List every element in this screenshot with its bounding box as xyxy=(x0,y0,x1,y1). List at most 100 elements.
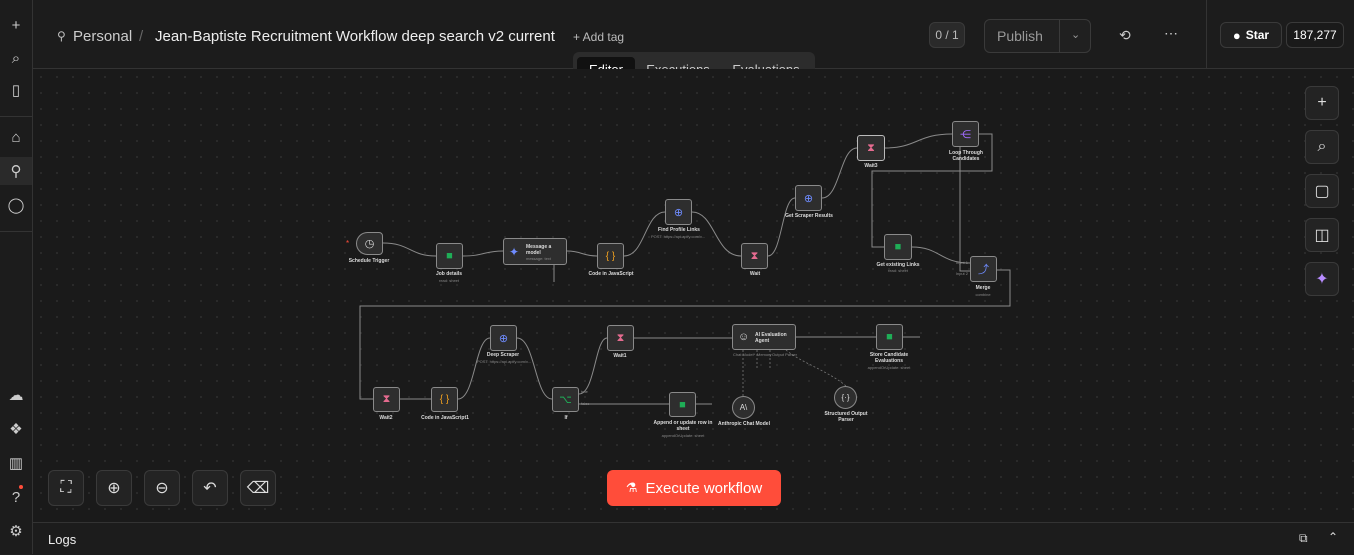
ai-assistant-button[interactable]: ✦ xyxy=(1305,262,1339,296)
connection xyxy=(462,250,504,257)
execute-workflow-button[interactable]: ⚗ Execute workflow xyxy=(607,470,781,506)
chat-icon[interactable]: ◯ xyxy=(7,197,25,214)
hourglass-icon: ⧗ xyxy=(867,141,875,154)
person-icon[interactable]: ⚲ xyxy=(0,157,32,185)
home-icon[interactable]: ⌂ xyxy=(11,128,21,146)
zoom-out-icon: ⊖ xyxy=(155,480,169,497)
node-label: Code in JavaScript xyxy=(588,271,634,277)
sidebar-divider xyxy=(0,231,32,232)
publish-button[interactable]: Publish xyxy=(997,28,1043,44)
help-icon[interactable]: ? xyxy=(11,488,21,506)
logs-bar[interactable]: Logs ⧉ ⌃ xyxy=(33,522,1354,555)
popout-icon[interactable]: ⧉ xyxy=(1299,531,1308,545)
node-label: Message a model xyxy=(526,244,552,256)
node-wait[interactable]: ⧗ xyxy=(741,243,768,269)
plus-icon[interactable]: + xyxy=(11,16,21,34)
node-anthropic-model[interactable]: A\ xyxy=(732,396,755,419)
node-message-model[interactable]: ✦ Message a model message: text xyxy=(503,238,567,265)
left-sidebar: + ⌕ ▯ ⌂ ⚲ ◯ ☁ ❖ ▥ ? ⚙ xyxy=(0,0,33,554)
node-append-update[interactable]: ■ xyxy=(669,392,696,417)
node-label: Wait3 xyxy=(864,163,878,169)
add-tag-button[interactable]: + Add tag xyxy=(573,30,625,44)
chevron-down-icon[interactable]: ⌄ xyxy=(1071,29,1081,41)
node-deep-scraper[interactable]: ⊕ xyxy=(490,325,517,351)
ai-agent-chat-model-port: Chat Model* xyxy=(733,352,756,357)
if-false-label: false xyxy=(581,401,590,406)
globe-icon: ⊕ xyxy=(498,332,509,345)
breadcrumb-project[interactable]: Personal xyxy=(73,28,133,45)
clear-icon: ⌫ xyxy=(246,480,270,497)
search-icon[interactable]: ⌕ xyxy=(11,49,21,67)
publish-divider xyxy=(1059,20,1060,52)
zoom-out-button[interactable]: ⊖ xyxy=(144,470,180,506)
node-store-evaluations[interactable]: ■ xyxy=(876,324,903,350)
header-divider xyxy=(1206,0,1207,68)
node-wait2[interactable]: ⧗ xyxy=(373,387,400,412)
trigger-asterisk: * xyxy=(346,239,349,248)
sheets-icon: ■ xyxy=(894,241,902,253)
cloud-icon[interactable]: ☁ xyxy=(8,387,24,404)
connection xyxy=(911,246,971,264)
workflow-name[interactable]: Jean-Baptiste Recruitment Workflow deep … xyxy=(155,28,555,45)
node-output-parser[interactable]: {·} xyxy=(834,386,857,409)
node-label: Schedule Trigger xyxy=(348,258,390,264)
add-node-button[interactable]: + xyxy=(1305,86,1339,120)
toggle-panel-button[interactable]: ◫ xyxy=(1305,218,1339,252)
node-get-scraper-results[interactable]: ⊕ xyxy=(795,185,822,211)
settings-icon[interactable]: ⚙ xyxy=(9,523,23,540)
node-merge[interactable]: ⤴ xyxy=(970,256,997,282)
chevron-up-icon[interactable]: ⌃ xyxy=(1328,530,1339,544)
github-star-button[interactable]: ● Star xyxy=(1220,22,1282,48)
node-job-details[interactable]: ■ xyxy=(436,243,463,269)
more-icon[interactable]: ⋯ xyxy=(1164,25,1178,41)
breadcrumb-separator: / xyxy=(139,28,144,45)
node-if[interactable]: ⌥ xyxy=(552,387,579,412)
fit-view-icon: ⛶ xyxy=(60,479,72,496)
connection xyxy=(566,250,598,257)
zoom-in-button[interactable]: ⊕ xyxy=(96,470,132,506)
star-label: Star xyxy=(1245,28,1270,42)
logs-label: Logs xyxy=(48,532,77,547)
node-loop-candidates[interactable]: ⋲ xyxy=(952,121,979,147)
gemini-icon: ✦ xyxy=(509,244,520,259)
version-counter[interactable]: 0 / 1 xyxy=(929,22,965,48)
robot-icon: ☺ xyxy=(738,331,750,343)
person-icon: ⚲ xyxy=(57,29,66,43)
node-wait3[interactable]: ⧗ xyxy=(857,135,885,161)
node-label: Loop Through Candidates xyxy=(949,150,983,162)
workflow-canvas[interactable] xyxy=(33,69,1354,522)
node-subtitle: read: sheet xyxy=(887,268,908,273)
plus-icon: + xyxy=(1317,94,1327,111)
connection xyxy=(359,269,1011,400)
node-schedule-trigger[interactable]: ◷ xyxy=(356,232,383,255)
ai-sparkle-icon: ✦ xyxy=(1315,271,1329,288)
history-icon[interactable]: ⟲ xyxy=(1119,27,1131,43)
panel-icon[interactable]: ▯ xyxy=(11,82,21,99)
insights-icon[interactable]: ▥ xyxy=(8,455,24,472)
sheets-icon: ■ xyxy=(679,398,686,411)
panel-toggle-icon: ◫ xyxy=(1314,227,1330,244)
node-ai-agent[interactable]: ☺ AI Evaluation Agent xyxy=(732,324,796,350)
node-subtitle: appendOrUpdate: sheet xyxy=(661,433,705,438)
add-sticky-button[interactable]: ▢ xyxy=(1305,174,1339,208)
connection xyxy=(691,211,742,257)
node-label: Code in JavaScript1 xyxy=(421,415,469,421)
node-label: Job details xyxy=(435,271,463,277)
search-nodes-button[interactable]: ⌕ xyxy=(1305,130,1339,164)
node-wait1[interactable]: ⧗ xyxy=(607,325,634,351)
code-icon: { } xyxy=(439,394,450,405)
node-code-js[interactable]: { } xyxy=(597,243,624,269)
templates-icon[interactable]: ❖ xyxy=(9,421,23,438)
node-subtitle: message: text xyxy=(526,256,551,261)
braces-icon: {·} xyxy=(841,393,850,402)
node-code-js1[interactable]: { } xyxy=(431,387,458,412)
connection xyxy=(767,197,796,257)
node-find-profile-links[interactable]: ⊕ xyxy=(665,199,692,225)
clear-button[interactable]: ⌫ xyxy=(240,470,276,506)
fit-view-button[interactable]: ⛶ xyxy=(48,470,84,506)
zoom-in-icon: ⊕ xyxy=(107,480,121,497)
node-label: AI Evaluation Agent xyxy=(755,332,787,344)
undo-button[interactable]: ↶ xyxy=(192,470,228,506)
connection xyxy=(884,133,953,149)
node-get-existing-links[interactable]: ■ xyxy=(884,234,912,260)
